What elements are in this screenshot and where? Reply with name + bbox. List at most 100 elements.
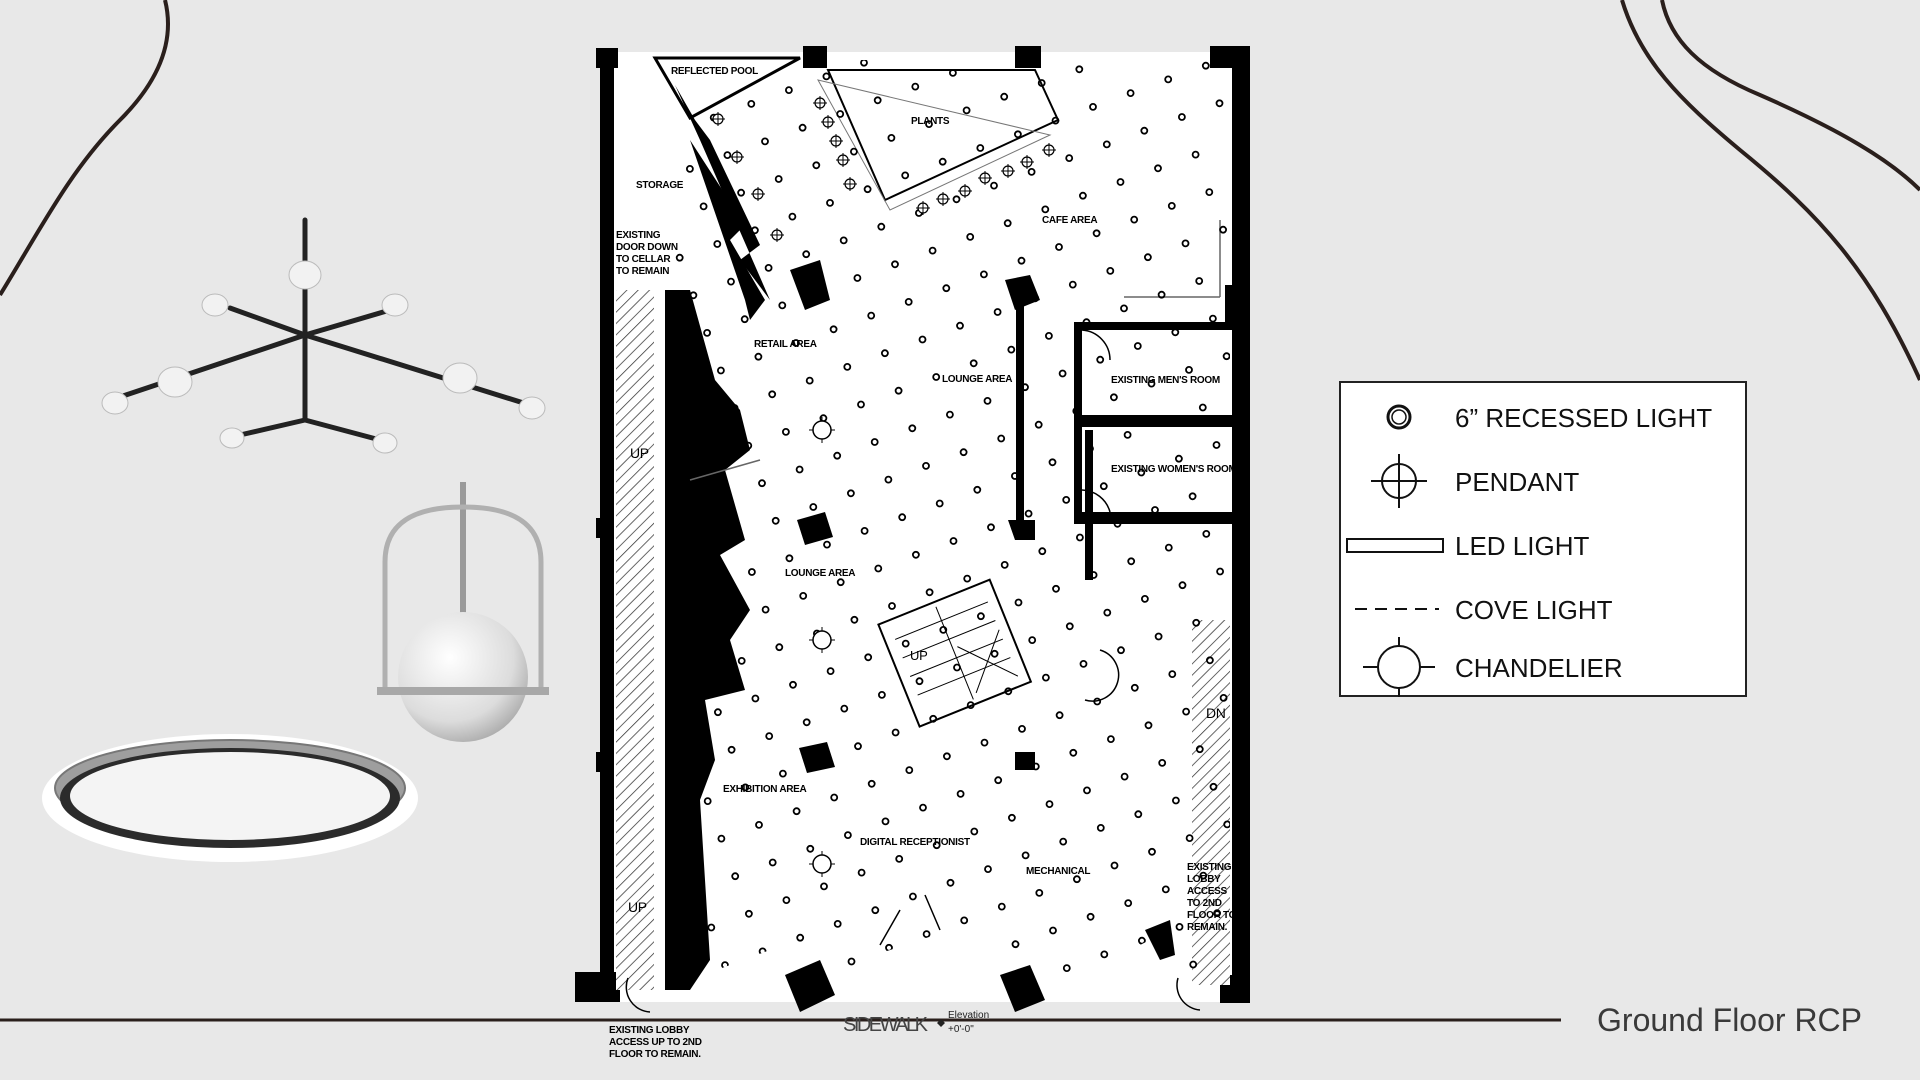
recessed-light-icon [686, 164, 694, 173]
recessed-light-icon [788, 212, 797, 221]
recessed-light-icon [850, 615, 859, 624]
label-lobby-right-6: REMAIN. [1187, 922, 1228, 933]
recessed-light-icon [785, 86, 793, 94]
pendant-icon [916, 201, 930, 215]
recessed-light-icon [888, 602, 896, 610]
label-sidewalk: SIDEWALK [843, 1014, 929, 1036]
recessed-light-icon [796, 933, 805, 942]
recessed-light-icon [1123, 430, 1132, 439]
recessed-light-icon [1038, 547, 1047, 556]
recessed-light-icon [1076, 533, 1084, 542]
recessed-light-icon [1024, 509, 1033, 518]
recessed-light-icon [891, 728, 900, 737]
recessed-light-icon [782, 427, 790, 436]
recessed-light-icon [1206, 656, 1214, 665]
recessed-light-icon [932, 841, 941, 850]
recessed-light-icon [717, 834, 726, 843]
recessed-light-icon [1031, 294, 1040, 303]
recessed-light-icon [966, 701, 975, 709]
recessed-light-icon [1161, 885, 1170, 894]
recessed-light-icon [778, 301, 787, 310]
recessed-light-icon [1086, 444, 1094, 453]
recessed-light-icon [1102, 140, 1111, 149]
recessed-light-icon [1172, 796, 1180, 805]
recessed-light-icon [1079, 660, 1088, 668]
recessed-light-icon [1113, 519, 1122, 528]
recessed-light-icon [1000, 561, 1009, 569]
recessed-light-icon [1068, 280, 1077, 289]
recessed-light-icon [894, 386, 903, 395]
recessed-light-icon [1216, 567, 1224, 576]
recessed-light-icon [1083, 786, 1091, 795]
label-cellar-4: TO REMAIN [616, 266, 669, 277]
recessed-light-icon [966, 232, 975, 241]
recessed-light-icon [1003, 219, 1012, 228]
recessed-light-icon [1028, 636, 1037, 644]
recessed-light-icon [1048, 458, 1057, 467]
label-up-2: UP [628, 899, 647, 915]
led-light-icon [1346, 538, 1444, 553]
label-cafe-area: CAFE AREA [1042, 215, 1097, 226]
recessed-light-icon [1049, 926, 1057, 935]
recessed-light-icon [703, 328, 711, 337]
recessed-light-icon [710, 581, 719, 590]
recessed-light-icon [748, 568, 756, 576]
recessed-light-icon [1092, 229, 1101, 238]
recessed-light-icon [1058, 369, 1067, 378]
recessed-light-icon [812, 161, 821, 170]
recessed-light-icon [717, 366, 725, 375]
recessed-light-icon [744, 441, 753, 450]
label-womens-room: EXISTING WOMEN'S ROOM [1111, 464, 1237, 475]
recessed-light-icon [665, 342, 674, 351]
recessed-light-icon [1171, 328, 1180, 337]
label-elevation-value: +0'-0" [948, 1024, 974, 1035]
recessed-light-icon [669, 469, 677, 477]
recessed-light-icon [696, 544, 705, 553]
label-dn: DN [1206, 705, 1226, 721]
recessed-light-icon [843, 362, 852, 371]
recessed-light-icon [928, 246, 937, 255]
recessed-light-icon [1386, 404, 1412, 430]
recessed-light-icon [839, 236, 848, 245]
recessed-light-icon [878, 691, 886, 699]
recessed-light-icon [980, 738, 989, 747]
pendant-icon [936, 192, 950, 206]
recessed-light-icon [706, 455, 715, 464]
recessed-light-icon [775, 643, 784, 652]
recessed-light-icon [1191, 150, 1200, 159]
recessed-light-icon [1021, 851, 1030, 860]
recessed-light-icon [1072, 407, 1081, 415]
recessed-light-icon [833, 920, 842, 928]
recessed-light-icon [1120, 304, 1128, 313]
label-lounge-area-2: LOUNGE AREA [785, 568, 855, 579]
recessed-light-icon [727, 745, 736, 754]
recessed-light-icon [683, 506, 691, 515]
legend-item-led-light: LED LIGHT [1341, 515, 1745, 575]
recessed-light-icon [1037, 79, 1046, 87]
recessed-light-icon [877, 222, 886, 231]
recessed-light-icon [1055, 243, 1063, 251]
recessed-light-icon [740, 315, 749, 324]
recessed-light-icon [1195, 277, 1204, 285]
recessed-light-icon [922, 461, 930, 470]
recessed-light-icon [1213, 909, 1221, 918]
recessed-light-icon [1154, 164, 1162, 173]
recessed-light-icon [959, 448, 968, 457]
recessed-light-icon [1116, 178, 1125, 186]
label-cellar-1: EXISTING [616, 230, 661, 241]
recessed-light-icon [946, 410, 954, 419]
recessed-light-icon [1188, 492, 1197, 501]
pendant-icon [1001, 164, 1015, 178]
recessed-light-icon [1106, 266, 1115, 275]
recessed-light-icon [1062, 495, 1071, 504]
label-reflected-pool: REFLECTED POOL [671, 66, 758, 77]
recessed-light-icon [1059, 837, 1068, 846]
recessed-light-icon [1004, 687, 1013, 696]
recessed-light-icon [1219, 694, 1228, 702]
recessed-light-icon [854, 742, 862, 751]
recessed-light-icon [826, 667, 835, 675]
recessed-light-icon [1096, 824, 1105, 832]
recessed-light-icon [1182, 707, 1190, 716]
